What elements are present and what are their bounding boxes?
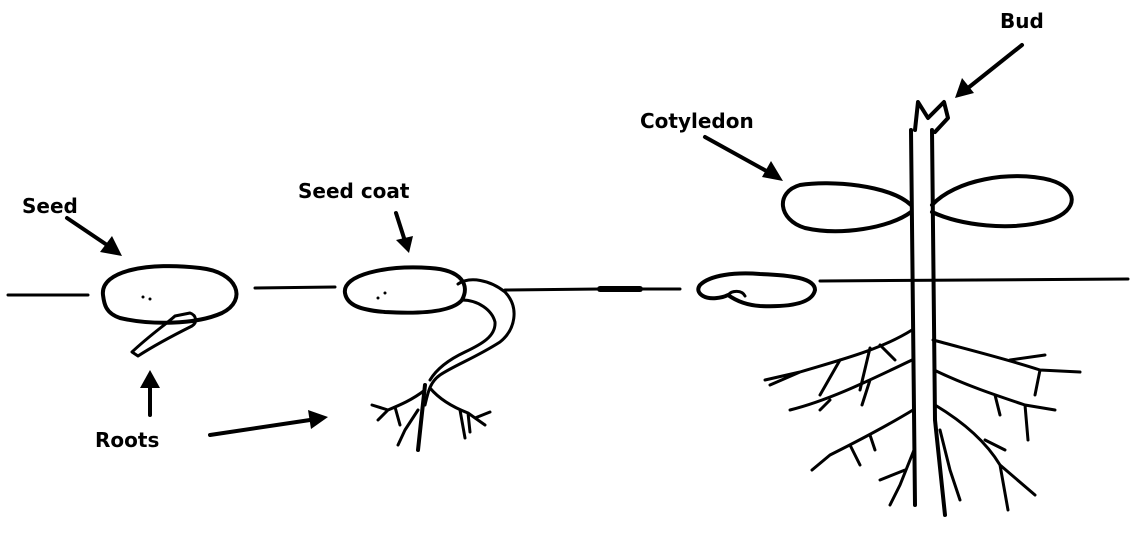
arrow-seed-coat bbox=[396, 213, 413, 253]
seed-coat-shell bbox=[698, 273, 815, 306]
arrow-roots-right bbox=[210, 410, 328, 435]
arrow-cotyledon bbox=[705, 137, 783, 181]
soil-line bbox=[8, 279, 1128, 295]
arrow-bud bbox=[955, 45, 1022, 98]
label-seed: Seed bbox=[22, 194, 78, 218]
arrow-seed bbox=[67, 218, 122, 256]
label-roots: Roots bbox=[95, 428, 159, 452]
seed-stage-2 bbox=[345, 267, 514, 450]
seedling bbox=[765, 102, 1080, 515]
label-cotyledon: Cotyledon bbox=[640, 109, 754, 133]
seed-stage-1 bbox=[103, 266, 237, 356]
arrow-roots-up bbox=[140, 370, 160, 415]
label-bud: Bud bbox=[1000, 9, 1044, 33]
label-seed-coat: Seed coat bbox=[298, 179, 410, 203]
